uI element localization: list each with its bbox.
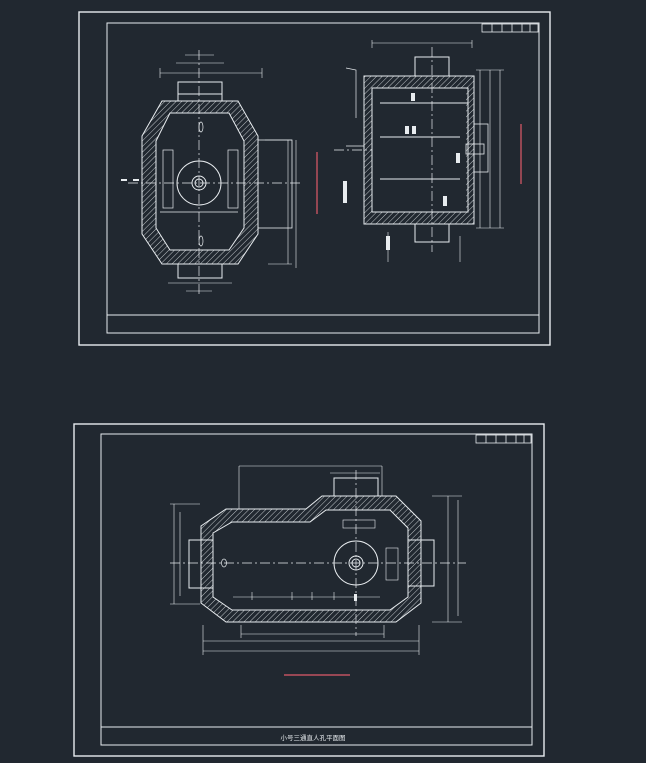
- drawing-sheet-1: [78, 11, 551, 346]
- section-dimensions: [371, 40, 504, 262]
- manhole-plan-view: [121, 50, 318, 294]
- plan-inner-wall: [155, 112, 245, 251]
- sheet-2-inner-frame: [100, 433, 533, 746]
- sheet-1-inner-frame: [106, 22, 540, 334]
- sheet-2-title: 小号三通直人孔平面图: [281, 733, 346, 742]
- plan-dimensions: [159, 54, 297, 292]
- plan-bottom-duct: [177, 263, 223, 279]
- tee-plan-left-duct: [188, 539, 214, 589]
- tee-manhole-plan-view: [170, 465, 466, 676]
- section-outer-wall: [363, 75, 475, 225]
- tee-plan-wall-hatch: [201, 496, 421, 622]
- plan-wall-hatch: [142, 101, 258, 264]
- section-inner-wall: [371, 87, 469, 213]
- tee-plan-inner-wall: [212, 509, 409, 611]
- sheet-2-outer-border: [73, 423, 545, 757]
- sheet-1-revision-boxes: [481, 23, 539, 33]
- drawing-sheet-2: 小号三通直人孔平面图: [73, 423, 545, 757]
- plan-top-duct: [177, 81, 223, 102]
- sheet-2-revision-boxes: [475, 434, 532, 444]
- sheet-1-outer-border: [78, 11, 551, 346]
- tee-plan-dimensions: [170, 465, 462, 655]
- manhole-section-view: [334, 40, 522, 262]
